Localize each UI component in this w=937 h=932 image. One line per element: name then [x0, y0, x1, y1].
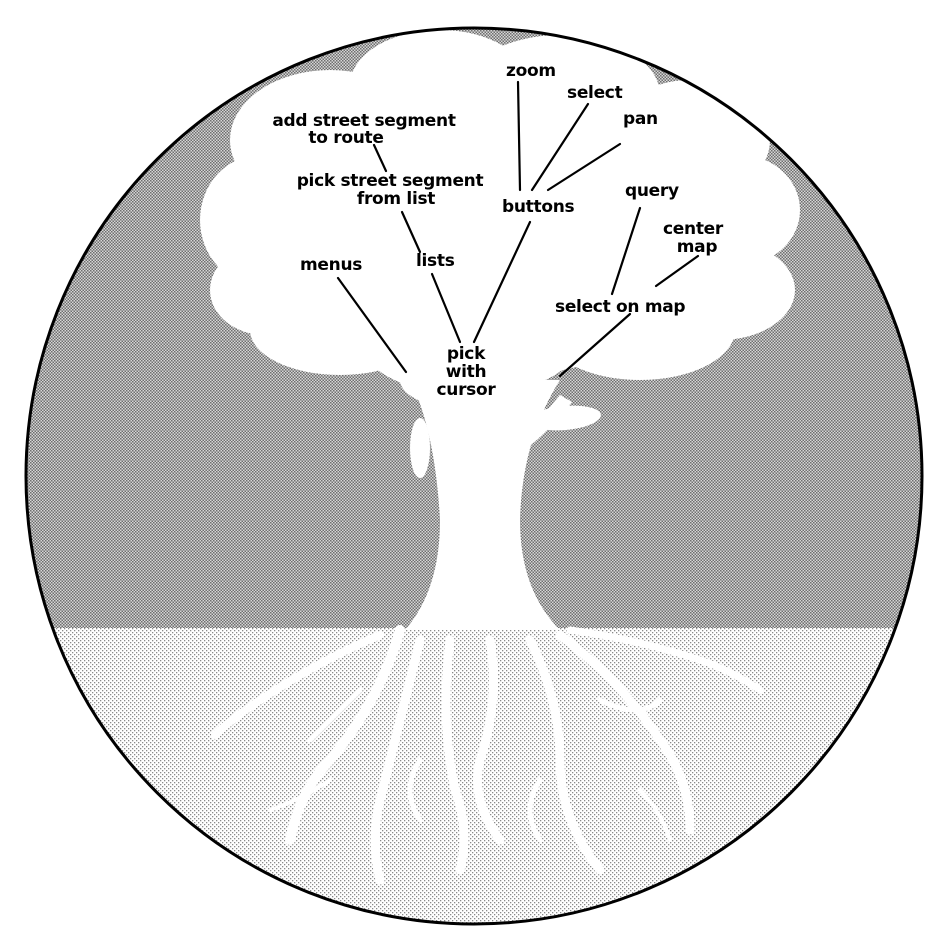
node-zoom: zoom [506, 61, 556, 81]
node-pan: pan [623, 109, 658, 129]
node-center-map-line1: center [663, 219, 724, 239]
node-pick-street-line1: pick street segment [297, 171, 484, 191]
node-lists: lists [416, 251, 455, 271]
node-query: query [625, 181, 679, 201]
node-select-on-map: select on map [555, 297, 685, 317]
ground-region [0, 628, 937, 932]
node-center-map-line2: map [677, 237, 718, 257]
leaf-left [410, 418, 430, 478]
node-menus: menus [300, 255, 362, 275]
node-select: select [567, 83, 623, 103]
node-pick-with-cursor-line3: cursor [437, 380, 497, 400]
node-pick-with-cursor-line1: pick [447, 344, 486, 364]
node-pick-with-cursor-line2: with [446, 362, 487, 382]
node-add-street-line2: to route [308, 128, 383, 148]
node-pick-street-line2: from list [357, 189, 435, 209]
node-buttons: buttons [502, 197, 575, 217]
